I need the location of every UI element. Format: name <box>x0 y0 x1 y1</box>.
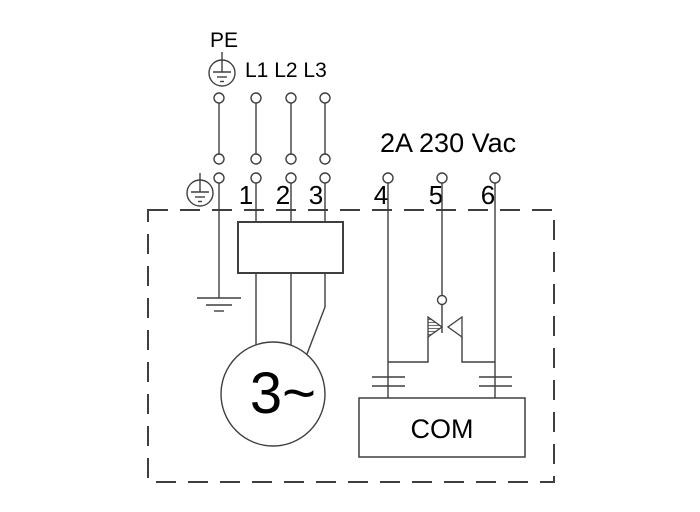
contact-triangle-closed <box>427 315 444 339</box>
terminal-number-6: 6 <box>481 180 495 210</box>
terminal-number-3: 3 <box>309 180 323 210</box>
changeover-contact-icon <box>388 315 495 363</box>
terminal-block <box>237 221 344 274</box>
motor-circle <box>220 341 326 447</box>
terminal-points-row <box>213 172 501 184</box>
plug-connection-icon-left <box>372 376 405 387</box>
supply-disconnect-l3 <box>319 92 331 165</box>
pe-ground-branch <box>197 183 241 312</box>
supply-disconnect-l1 <box>250 92 262 165</box>
com-module: COM <box>358 397 526 458</box>
contact-triangle-open <box>446 315 463 339</box>
relay-rating-label: 2A 230 Vac <box>380 128 516 158</box>
motor-label: 3~ <box>250 361 316 426</box>
pe-label: PE <box>210 29 238 52</box>
plug-connection-icon-right <box>479 376 512 387</box>
supply-disconnect-l2 <box>285 92 297 165</box>
terminal-number-5: 5 <box>429 180 443 210</box>
terminal-number-4: 4 <box>374 180 388 210</box>
earth-ground-icon <box>197 297 241 312</box>
phase-labels: L1 L2 L3 <box>245 59 327 82</box>
com-box <box>358 397 526 458</box>
protective-earth-icon <box>208 52 236 87</box>
wire-motor-w <box>306 273 326 355</box>
enclosure-dashed-border <box>147 209 555 483</box>
contact-pivot-point <box>436 294 448 306</box>
wire-terminal-5 <box>436 183 448 333</box>
three-phase-motor-icon: 3~ <box>220 341 326 447</box>
supply-disconnect-pe <box>213 92 225 165</box>
com-label: COM <box>411 414 474 444</box>
terminal-number-2: 2 <box>276 180 290 210</box>
terminal-numbers: 1 2 3 4 5 6 <box>239 180 495 210</box>
protective-earth-icon-2 <box>186 173 214 207</box>
terminal-number-1: 1 <box>239 180 253 210</box>
terminal-point-pe <box>213 172 225 184</box>
